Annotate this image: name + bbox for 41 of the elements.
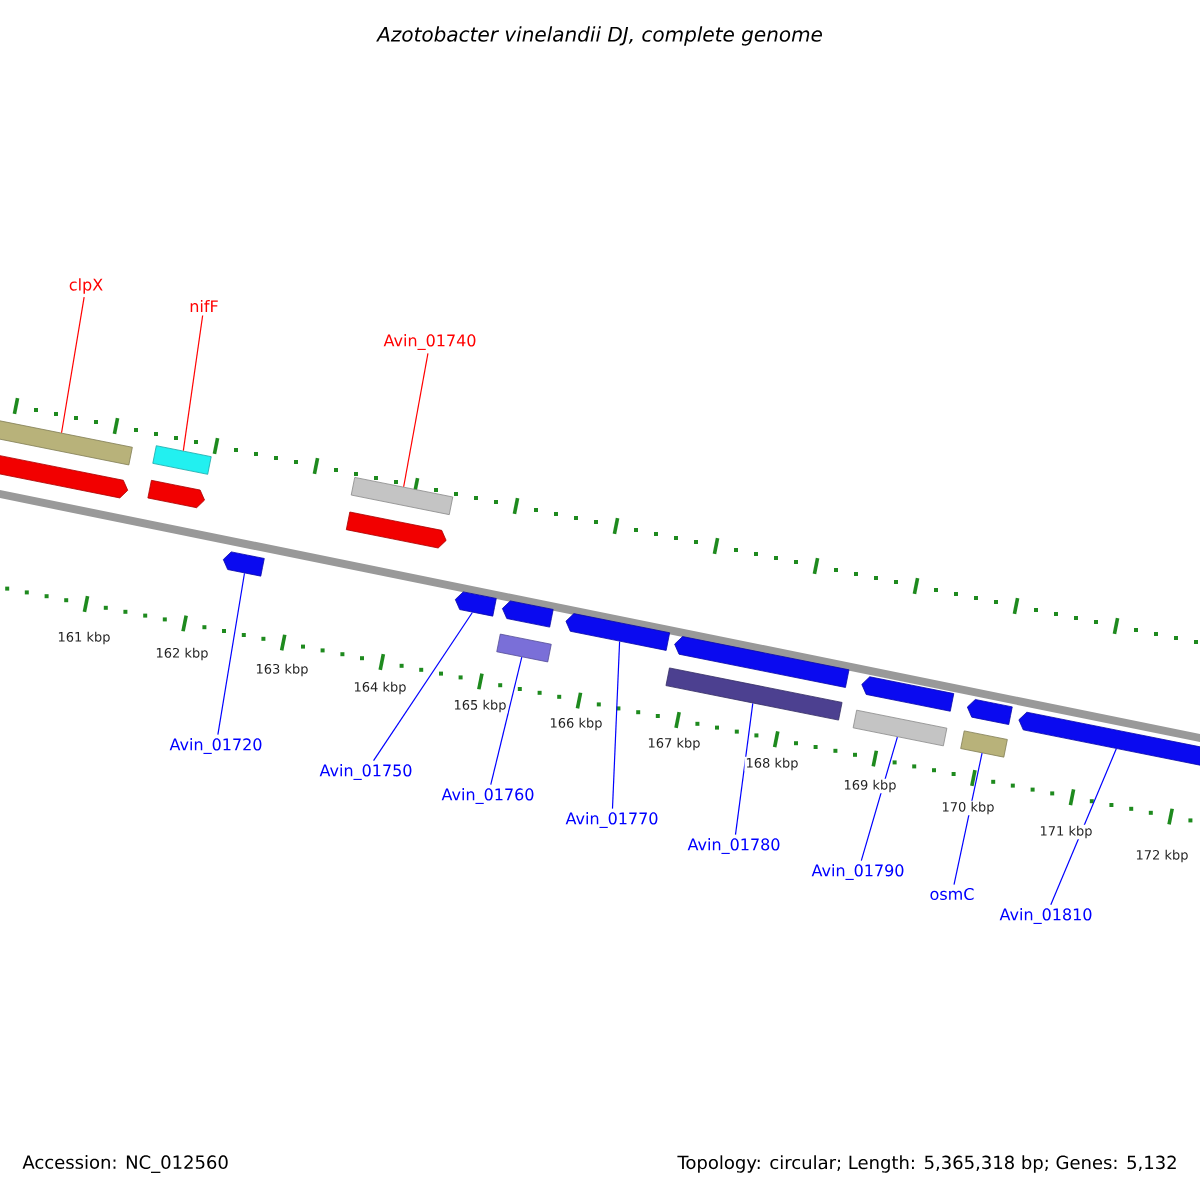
gene-feature bbox=[665, 667, 843, 721]
gene-label: Avin_01750 bbox=[319, 764, 412, 780]
leader-line bbox=[372, 611, 473, 762]
leader-line bbox=[490, 656, 523, 786]
leader-line bbox=[217, 572, 246, 736]
gene-label: nifF bbox=[190, 299, 218, 313]
leader-line bbox=[611, 640, 621, 810]
gene-feature bbox=[1018, 711, 1200, 769]
gene-feature bbox=[454, 591, 497, 617]
gene-feature bbox=[861, 676, 955, 712]
gene-feature bbox=[147, 479, 205, 509]
gene-label: Avin_01790 bbox=[811, 864, 904, 880]
gene-feature bbox=[152, 445, 212, 475]
gene-feature bbox=[674, 636, 850, 688]
gene-label: osmC bbox=[930, 887, 974, 901]
gene-label: Avin_01780 bbox=[687, 838, 780, 854]
gene-feature bbox=[502, 600, 554, 628]
gene-label: clpX bbox=[69, 278, 103, 294]
gene-feature bbox=[350, 477, 454, 516]
gene-label: Avin_01740 bbox=[383, 334, 476, 350]
gene-feature bbox=[966, 699, 1013, 725]
leader-line bbox=[734, 702, 754, 836]
footer-text: Topology: circular; Length: 5,365,318 bp; Genes: 5,132 bbox=[677, 1155, 1176, 1173]
gene-label: Avin_01720 bbox=[169, 738, 262, 754]
gene-label: Avin_01810 bbox=[999, 908, 1092, 924]
gene-feature bbox=[345, 511, 447, 549]
gene-feature bbox=[0, 453, 129, 499]
gene-feature bbox=[852, 709, 948, 747]
gene-feature bbox=[0, 418, 133, 466]
gene-feature bbox=[565, 613, 671, 651]
gene-label: Avin_01760 bbox=[441, 788, 534, 804]
gene-feature bbox=[222, 551, 265, 577]
leader-line bbox=[1050, 748, 1117, 906]
gene-feature bbox=[960, 730, 1008, 758]
leader-line bbox=[60, 296, 85, 434]
gene-label: Avin_01770 bbox=[565, 812, 658, 828]
footer-text: Accession: NC_012560 bbox=[22, 1155, 228, 1173]
gene-feature bbox=[496, 633, 552, 663]
leader-line bbox=[860, 736, 898, 862]
title: Azotobacter vinelandii DJ, complete genome bbox=[376, 26, 822, 46]
leader-line bbox=[403, 352, 429, 488]
